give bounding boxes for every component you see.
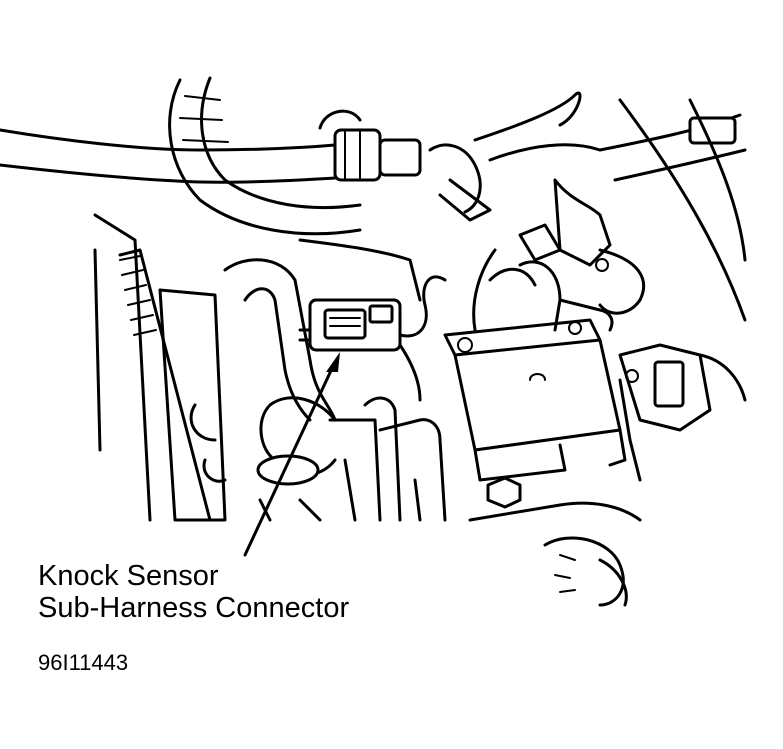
upper-wiring-harness <box>0 76 362 236</box>
right-connector <box>618 343 747 482</box>
right-bracket <box>518 98 747 322</box>
throttle-body-housing <box>298 238 447 522</box>
hose-clamp <box>428 91 747 222</box>
hose-coupling <box>318 109 422 182</box>
control-module <box>443 248 627 482</box>
figure-id-label: 96I11443 <box>38 650 129 675</box>
knock-sensor-connector <box>298 275 447 402</box>
callout-leader <box>243 352 340 557</box>
left-ribbed-hose <box>93 213 227 522</box>
callout-label-line-2: Sub-Harness Connector <box>38 592 350 624</box>
lower-pulley <box>543 536 628 607</box>
callout-label-line-1: Knock Sensor <box>38 560 219 592</box>
lower-bolt <box>343 458 642 522</box>
